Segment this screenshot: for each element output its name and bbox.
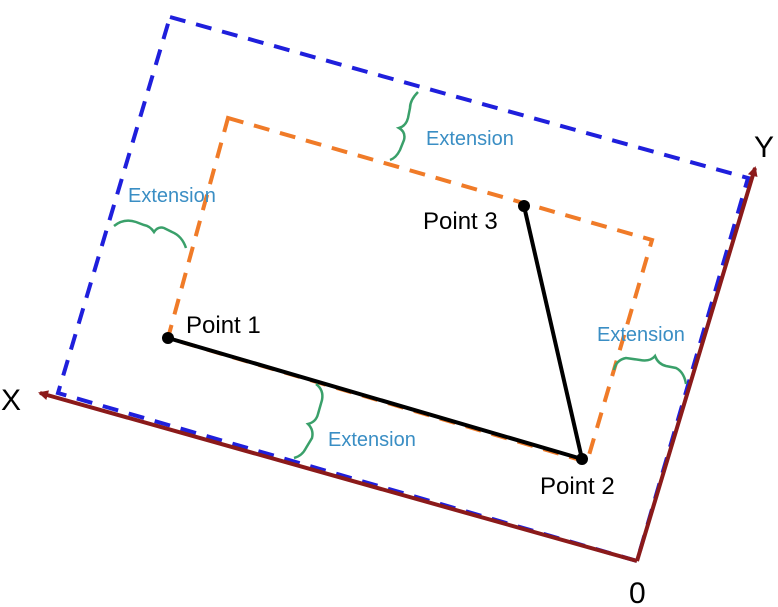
y-axis [635, 166, 758, 562]
extension-label-right: Extension [597, 324, 685, 346]
x-axis [38, 390, 638, 563]
outer-boundary [55, 14, 751, 564]
segment-p1-p2 [167, 336, 583, 461]
x-axis-label: X [1, 384, 21, 417]
segment-p2-p3 [522, 205, 584, 460]
brace-bottom [293, 383, 324, 460]
point-2-marker [576, 453, 588, 465]
y-axis-label: Y [754, 131, 774, 164]
extension-label-top: Extension [426, 128, 514, 150]
point-1-marker [162, 332, 174, 344]
point-1-label: Point 1 [186, 312, 261, 339]
origin-label: 0 [629, 577, 646, 607]
point-3-marker [518, 200, 530, 212]
brace-left [113, 219, 188, 249]
extension-label-left: Extension [128, 185, 216, 207]
extension-label-bottom: Extension [328, 429, 416, 451]
point-3-label: Point 3 [423, 208, 498, 235]
brace-top [389, 91, 419, 162]
point-2-label: Point 2 [540, 473, 615, 500]
brace-right [612, 353, 688, 385]
